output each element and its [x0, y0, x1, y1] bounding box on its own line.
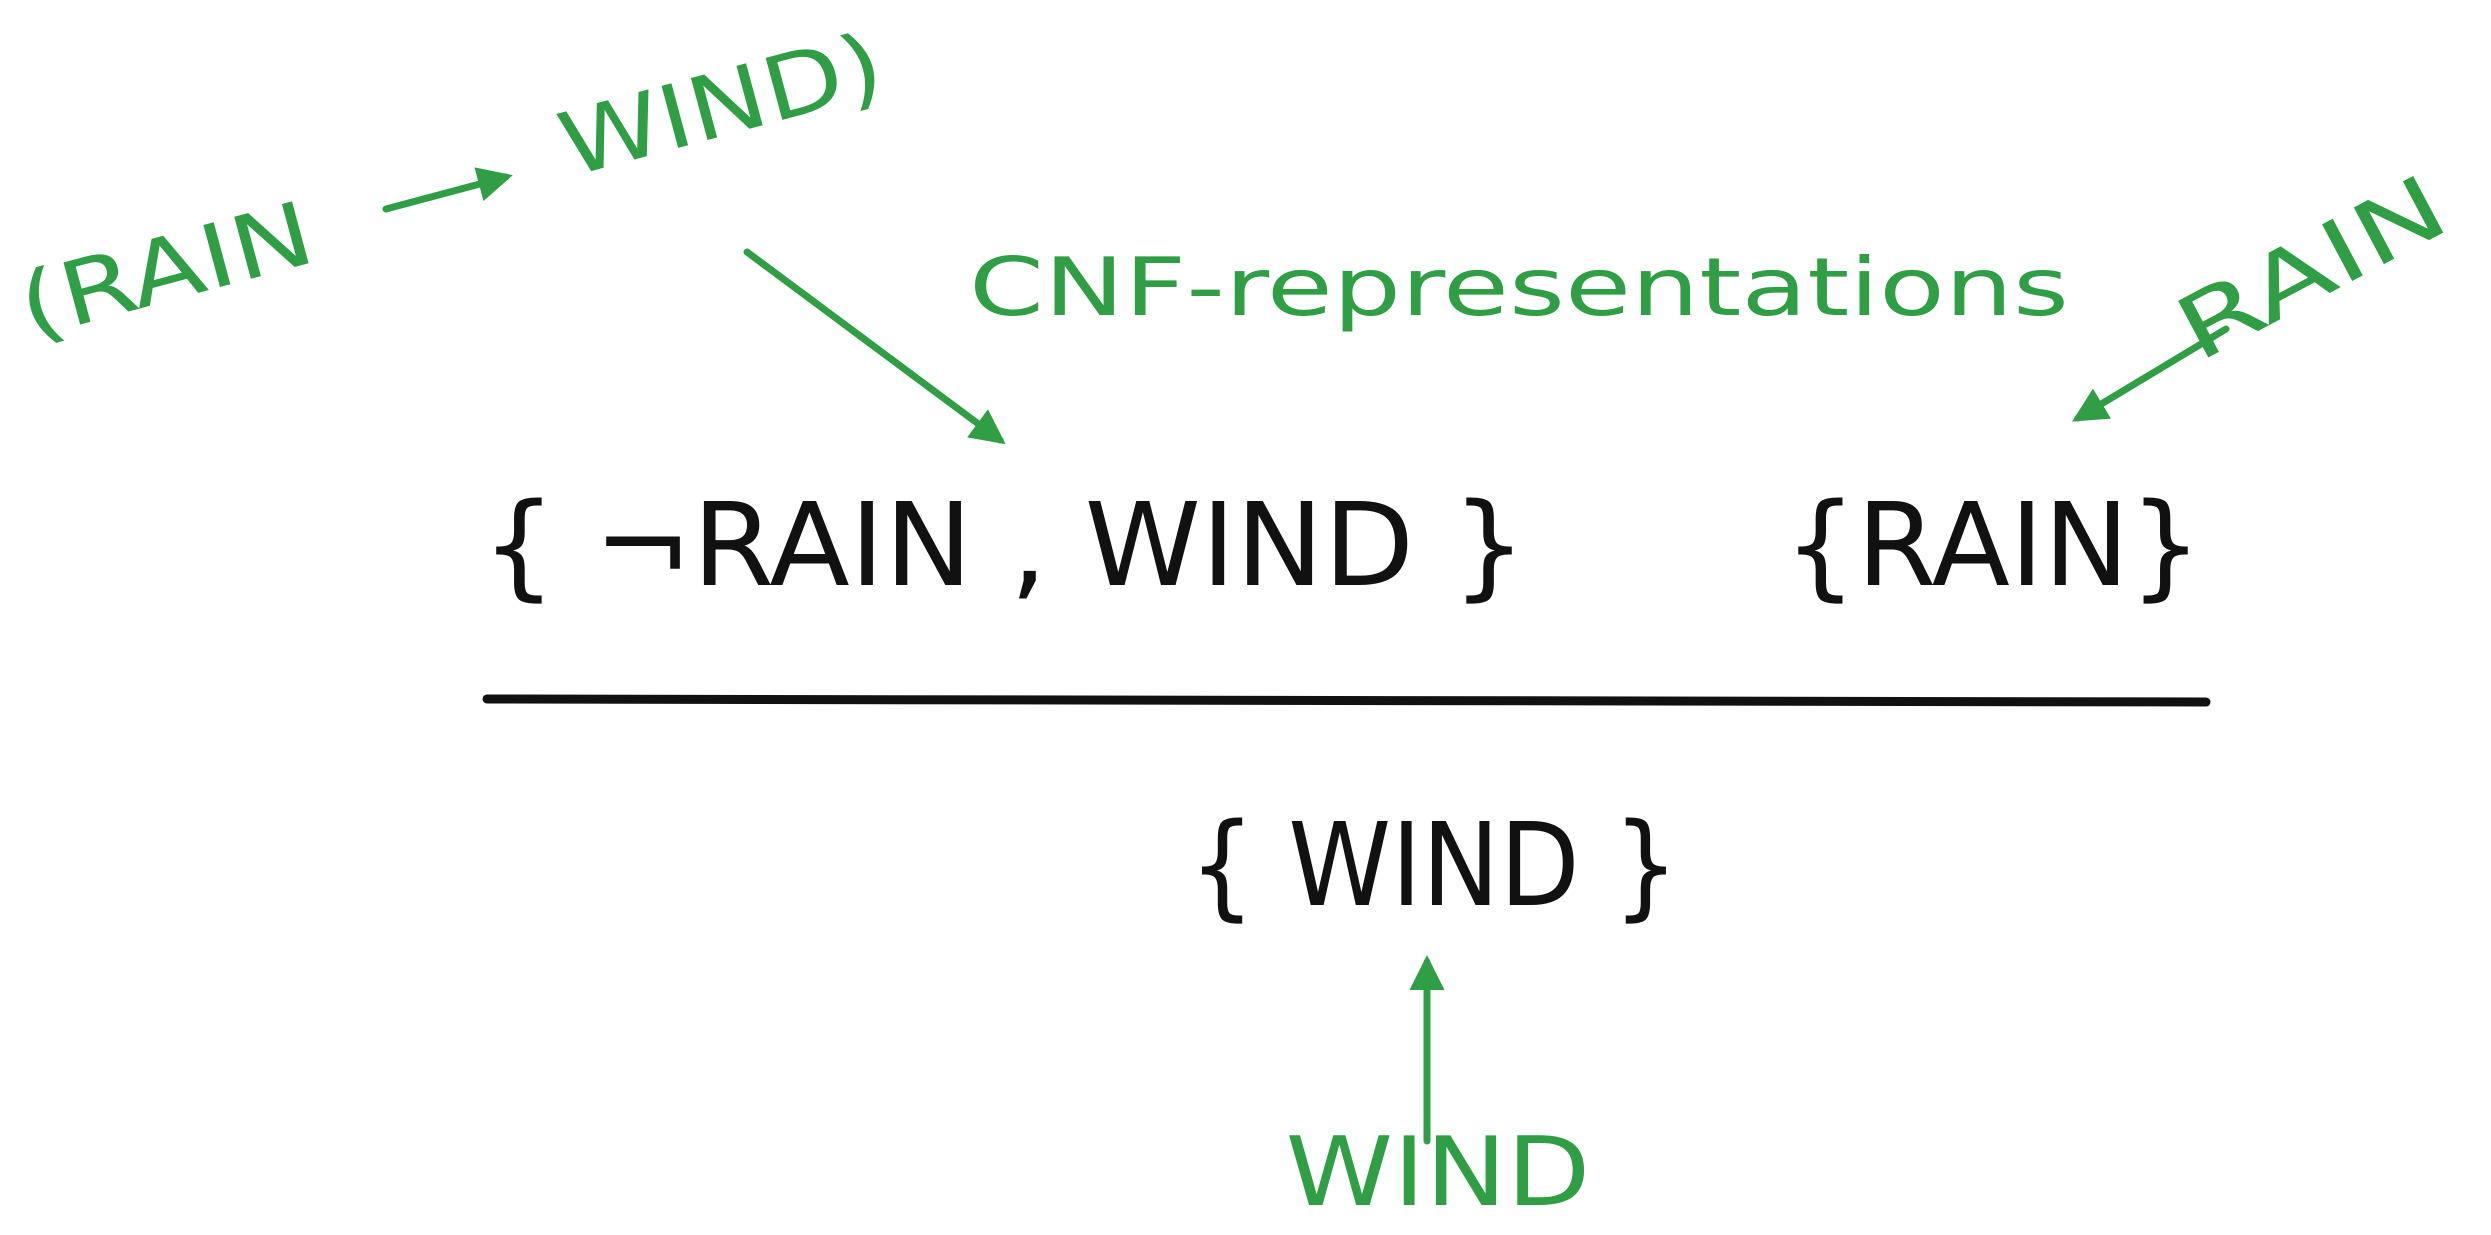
implication-right-text: WIND): [548, 12, 893, 197]
cnf-label: CNF-representations: [969, 241, 2069, 334]
conclusion-clause: { WIND }: [1189, 799, 1679, 933]
wind-label: WIND: [1286, 1118, 1591, 1228]
arrow-to-premise-1: [743, 248, 1006, 445]
implication-left-text: (RAIN: [8, 181, 324, 358]
arrow-to-premise-2: [2072, 325, 2230, 422]
premise-clause-1: { ¬RAIN , WIND }: [482, 479, 1527, 613]
premise-clause-2: {RAIN}: [1784, 479, 2202, 613]
rain-label: RAIN: [2159, 155, 2463, 382]
inference-line: [482, 694, 2211, 707]
implication-arrow: [382, 167, 513, 213]
